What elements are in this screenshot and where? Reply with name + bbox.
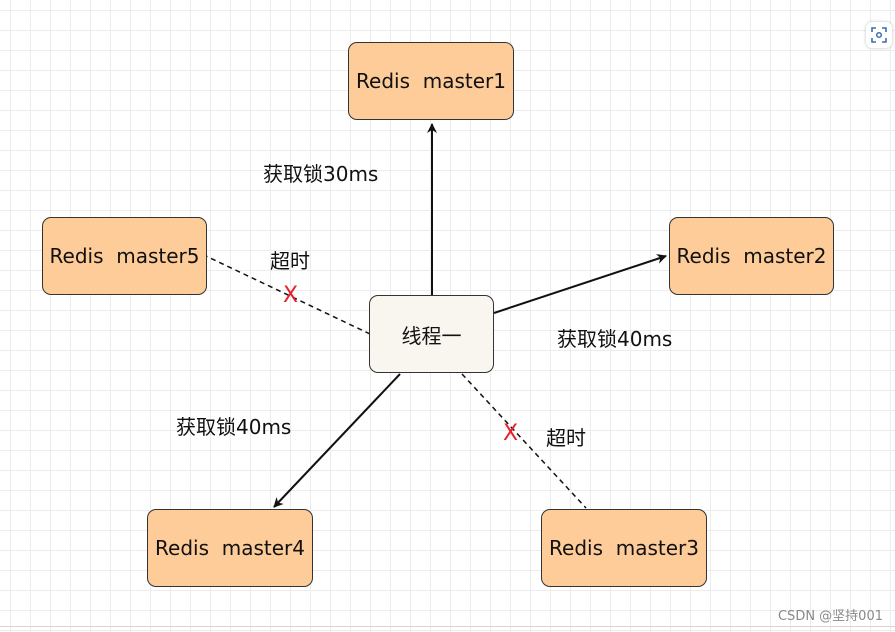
node-redis-master4[interactable]: Redis master4 <box>147 509 313 587</box>
node-redis-master3[interactable]: Redis master3 <box>541 509 707 587</box>
node-thread-one[interactable]: 线程一 <box>369 295 494 373</box>
edge-thread-to-master5-timeout <box>205 255 371 335</box>
label-acquire-lock-master2: 获取锁40ms <box>557 327 673 351</box>
node-redis-master1[interactable]: Redis master1 <box>348 42 514 120</box>
node-redis-master5[interactable]: Redis master5 <box>42 217 207 295</box>
failure-x-icon: X <box>283 283 299 308</box>
node-redis-master2[interactable]: Redis master2 <box>669 217 834 295</box>
focus-icon <box>871 27 887 43</box>
edge-thread-to-master4 <box>273 373 401 508</box>
canvas-bottom-divider <box>0 626 895 627</box>
edge-thread-to-master2 <box>493 254 667 314</box>
label-acquire-lock-master4: 获取锁40ms <box>176 415 292 439</box>
label-timeout-master3: 超时 <box>546 426 586 450</box>
failure-x-icon: X <box>503 421 519 446</box>
focus-view-button[interactable] <box>866 22 892 48</box>
edge-thread-to-master3-timeout <box>461 373 587 509</box>
label-timeout-master5: 超时 <box>270 249 310 273</box>
watermark: CSDN @坚持001 <box>777 609 883 624</box>
label-acquire-lock-master1: 获取锁30ms <box>263 162 379 186</box>
